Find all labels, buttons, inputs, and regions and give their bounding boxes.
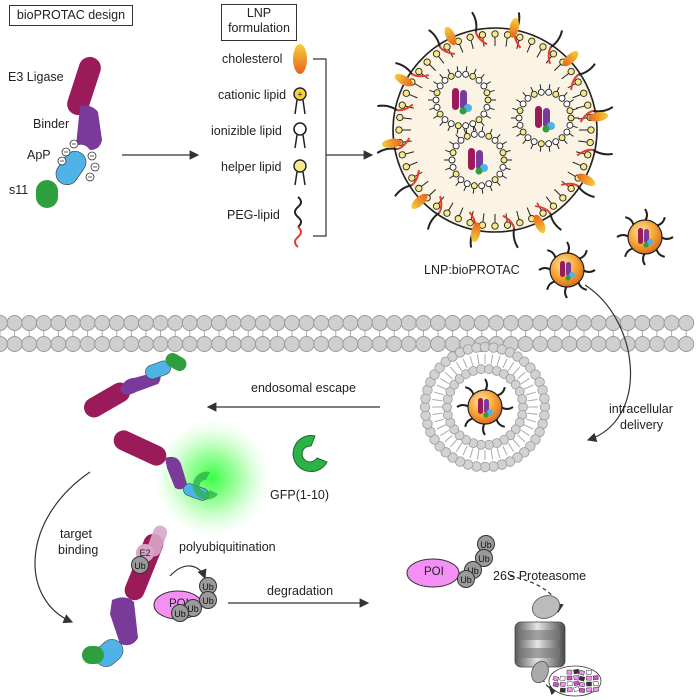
lnp-bioprotac-label: LNP:bioPROTAC: [424, 263, 520, 277]
helper-lipid-label: helper lipid: [221, 160, 282, 174]
lnp-title-line2: formulation: [228, 21, 290, 35]
s11-label: s11: [9, 183, 29, 197]
reconstituted-gfp-bioprotac: [113, 420, 270, 536]
design-title: bioPROTAC design: [9, 5, 133, 26]
s11-domain: [36, 180, 58, 208]
svg-text:+: +: [297, 90, 302, 100]
target-label: target: [60, 527, 92, 541]
arrow-to-proteasome: [509, 575, 564, 614]
proteasome-icon: [514, 595, 566, 684]
helper-lipid-icon: [293, 159, 307, 186]
binder-domain: [76, 105, 102, 150]
cationic-lipid-icon: +: [293, 87, 307, 115]
cholesterol-icon: [293, 44, 307, 74]
peg-lipid-icon: [294, 196, 302, 248]
arrow-intracellular-delivery: [584, 284, 631, 442]
peptide-fragments: [548, 665, 602, 697]
e3-ligase-domain: [67, 56, 101, 116]
ubiquitin-8: Ub: [457, 570, 475, 588]
lipid-bracket: [313, 58, 327, 237]
gfp-label: GFP(1-10): [270, 488, 330, 502]
lnp-particle: [376, 11, 614, 249]
degradation-label: degradation: [267, 584, 334, 598]
binder-label: Binder: [33, 117, 70, 131]
cationic-lipid-label: cationic lipid: [218, 88, 287, 102]
endosome: [419, 341, 551, 473]
ionizible-lipid-icon: [293, 122, 307, 149]
e3-ligase-label: E3 Ligase: [8, 70, 64, 84]
arrow-polyubiquitination: [169, 565, 207, 580]
peg-lipid-label: PEG-lipid: [227, 208, 280, 222]
app-domain: [55, 150, 87, 186]
gfp-1-10-icon: [292, 435, 328, 473]
arrow-target-binding: [34, 471, 91, 624]
cholesterol-label: cholesterol: [222, 52, 283, 66]
ubiquitin-2: Ub: [199, 591, 217, 609]
delivery-label: delivery: [620, 418, 664, 432]
endosomal-escape-label: endosomal escape: [251, 381, 356, 395]
poi-right-label: POI: [424, 566, 444, 578]
binding-label: binding: [58, 543, 99, 557]
ionizible-lipid-label: ionizible lipid: [211, 124, 282, 138]
ubiquitin-4: Ub: [171, 604, 189, 622]
intracellular-label: intracellular: [609, 402, 673, 416]
lipid-icons: +: [293, 44, 307, 248]
proteasome-label: 26S Proteasome: [493, 569, 587, 583]
app-label: ApP: [27, 148, 51, 162]
bioprotac-construct: [36, 56, 102, 208]
lnp-formulation-title: LNP formulation: [221, 4, 297, 41]
lnp-bioprotac-particles: [538, 208, 674, 299]
ubiquitin-0: Ub: [131, 556, 149, 574]
polyubiquitination-label: polyubiquitination: [179, 540, 276, 554]
escaped-bioprotac: [84, 353, 187, 418]
charge-minus-icons: [57, 139, 100, 182]
cell-membrane: [0, 315, 695, 352]
design-title-text: bioPROTAC design: [16, 8, 126, 22]
lnp-title-line1: LNP: [246, 6, 272, 20]
ubiquitin-6: Ub: [475, 549, 493, 567]
